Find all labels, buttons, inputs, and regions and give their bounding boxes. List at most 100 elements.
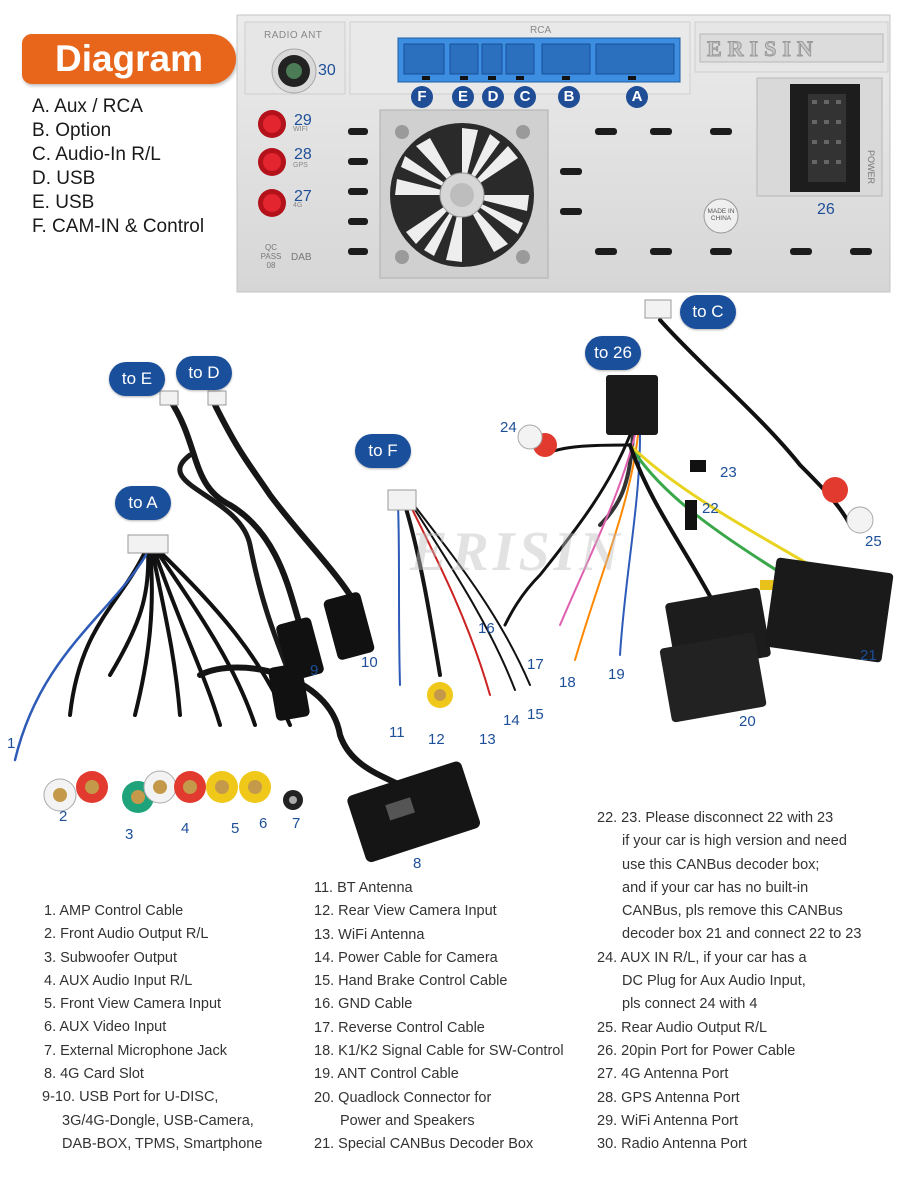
cable-number-18: 18 [559, 674, 576, 691]
wifi-label: WIFI [293, 126, 308, 133]
legend-item: C. Audio-In R/L [32, 144, 161, 165]
list-item: pls connect 24 with 4 [622, 996, 758, 1013]
brand-plate: ERISIN [707, 36, 819, 62]
port-number-28: 28 [294, 146, 312, 163]
cable-number-8: 8 [413, 855, 422, 872]
port-badge-f: F [411, 86, 433, 108]
cable-number-11: 11 [389, 724, 405, 741]
power-label: POWER [866, 150, 876, 185]
list-item: 22. 23. Please disconnect 22 with 23 [597, 810, 834, 826]
list-item: 11. BT Antenna [314, 880, 413, 896]
list-item: 25. Rear Audio Output R/L [597, 1019, 768, 1036]
wiring-harness-illustration [13, 299, 894, 863]
list-item: 7. External Microphone Jack [44, 1042, 227, 1059]
rca-label: RCA [530, 25, 552, 36]
list-item: 21. Special CANBus Decoder Box [314, 1136, 534, 1153]
list-item: 4. AUX Audio Input R/L [44, 972, 193, 989]
list-item: 12. Rear View Camera Input [314, 903, 497, 920]
qc-pass-label: QC PASS 08 [260, 243, 282, 270]
watermark: ERISIN [410, 521, 624, 583]
legend-item: F. CAM-IN & Control [32, 216, 205, 237]
cable-number-3: 3 [125, 826, 134, 843]
list-item: 26. 20pin Port for Power Cable [597, 1042, 796, 1059]
oval-to-a: to A [115, 486, 171, 520]
list-item: 24. AUX IN R/L, if your car has a [597, 949, 807, 966]
oval-to-f: to F [355, 434, 411, 468]
list-item: 5. Front View Camera Input [44, 996, 222, 1013]
dab-label: DAB [291, 252, 312, 263]
gsm-label: 4G [293, 202, 303, 209]
oval-to-26: to 26 [585, 336, 641, 370]
cable-number-9: 9 [310, 662, 319, 679]
cable-number-17: 17 [527, 656, 544, 673]
list-item: 14. Power Cable for Camera [314, 949, 498, 966]
list-item: 2. Front Audio Output R/L [44, 926, 209, 943]
list-column-2: 11. BT Antenna 12. Rear View Camera Inpu… [314, 877, 564, 1157]
cable-number-20: 20 [739, 713, 756, 730]
cable-number-21: 21 [860, 647, 877, 664]
list-item: 6. AUX Video Input [44, 1019, 167, 1036]
cable-number-2: 2 [59, 808, 68, 825]
diagram-title: Diagram [22, 34, 236, 84]
list-item: if your car is high version and need [622, 833, 847, 850]
list-item: 3. Subwoofer Output [44, 949, 177, 966]
oval-to-e: to E [109, 362, 165, 396]
cable-number-24: 24 [500, 419, 517, 436]
list-item: 13. WiFi Antenna [314, 926, 425, 943]
cable-number-6: 6 [259, 815, 268, 832]
legend-item: D. USB [32, 168, 96, 189]
port-badge-d: D [482, 86, 504, 108]
cable-number-7: 7 [292, 815, 301, 832]
list-column-3: 22. 23. Please disconnect 22 with 23 if … [597, 807, 861, 1156]
list-item: 3G/4G-Dongle, USB-Camera, [62, 1112, 254, 1129]
cable-number-15: 15 [527, 706, 544, 723]
port-number-30: 30 [318, 62, 336, 79]
oval-to-d: to D [176, 356, 232, 390]
head-unit-back-panel [236, 14, 891, 293]
list-column-1: 1. AMP Control Cable 2. Front Audio Outp… [42, 900, 263, 1156]
list-item: 15. Hand Brake Control Cable [314, 973, 508, 990]
list-item: 29. WiFi Antenna Port [597, 1112, 739, 1129]
list-item: 9-10. USB Port for U-DISC, [42, 1089, 219, 1106]
cable-number-5: 5 [231, 820, 240, 837]
list-item: 30. Radio Antenna Port [597, 1136, 747, 1153]
cable-number-16: 16 [478, 620, 495, 637]
cable-number-25: 25 [865, 533, 882, 550]
list-item: use this CANBus decoder box; [622, 856, 820, 873]
list-item: 17. Reverse Control Cable [314, 1019, 485, 1036]
cable-number-12: 12 [428, 731, 445, 748]
list-item: 18. K1/K2 Signal Cable for SW-Control [314, 1043, 564, 1060]
list-item: 28. GPS Antenna Port [597, 1089, 740, 1106]
list-item: and if your car has no built-in [622, 879, 809, 896]
cable-number-13: 13 [479, 731, 496, 748]
list-item: 20. Quadlock Connector for [314, 1089, 492, 1106]
legend-item: B. Option [32, 120, 112, 141]
legend-item: A. Aux / RCA [32, 96, 143, 117]
gps-label: GPS [293, 162, 308, 169]
cable-number-19: 19 [608, 666, 625, 683]
cable-number-22: 22 [702, 500, 719, 517]
list-item: 8. 4G Card Slot [44, 1066, 144, 1083]
port-badge-e: E [452, 86, 474, 108]
cable-number-14: 14 [503, 712, 520, 729]
list-item: decoder box 21 and connect 22 to 23 [622, 926, 862, 943]
cable-number-23: 23 [720, 464, 737, 481]
cable-number-4: 4 [181, 820, 190, 837]
list-item: 16. GND Cable [314, 996, 413, 1013]
list-item: DAB-BOX, TPMS, Smartphone [62, 1135, 263, 1152]
port-number-27: 27 [294, 188, 312, 205]
list-item: Power and Speakers [340, 1112, 475, 1129]
port-badge-c: C [514, 86, 536, 108]
list-item: 1. AMP Control Cable [44, 903, 184, 919]
legend-item: E. USB [32, 192, 95, 213]
port-badge-a: A [626, 86, 648, 108]
list-item: 27. 4G Antenna Port [597, 1066, 729, 1083]
list-item: CANBus, pls remove this CANBus [622, 903, 843, 920]
port-number-26: 26 [817, 201, 835, 218]
port-badge-b: B [558, 86, 580, 108]
cable-number-1: 1 [7, 735, 16, 752]
made-in-china-label: MADE IN CHINA [707, 208, 735, 222]
port-number-29: 29 [294, 112, 312, 129]
port-legend: A. Aux / RCA B. Option C. Audio-In R/L D… [32, 95, 204, 239]
list-item: 19. ANT Control Cable [314, 1066, 459, 1083]
